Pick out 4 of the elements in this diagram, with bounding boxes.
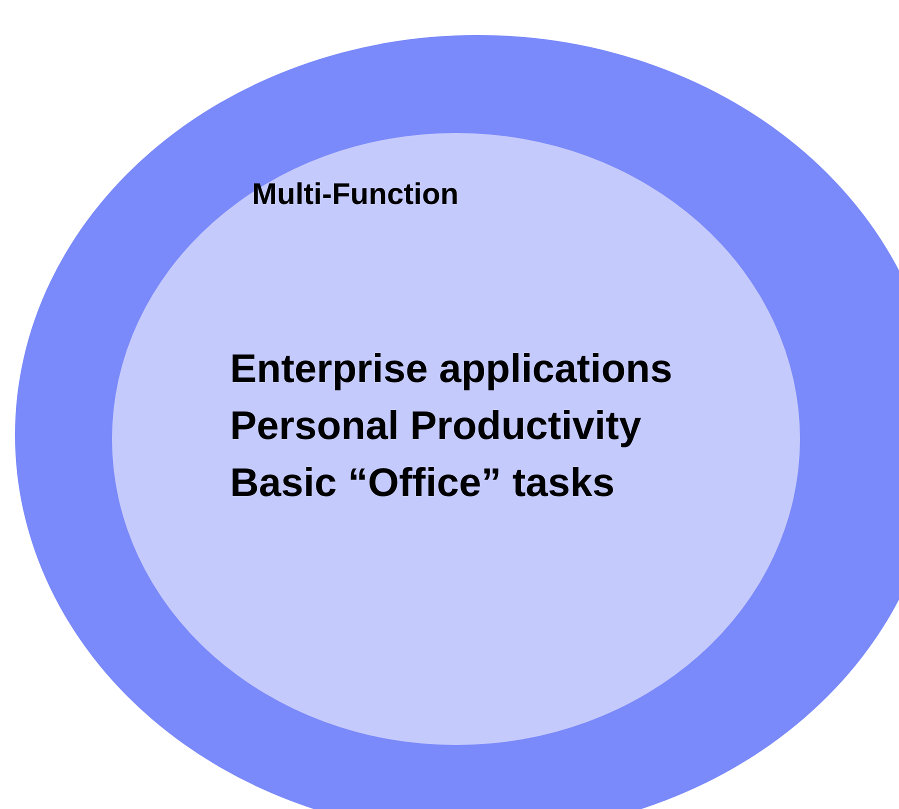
list-item-text: Enterprise applications (230, 346, 672, 393)
list-item-text: Basic “Office” tasks (230, 460, 615, 507)
list-item-text: Personal Productivity (230, 403, 642, 450)
ring-heading: Multi-Function (252, 178, 459, 212)
